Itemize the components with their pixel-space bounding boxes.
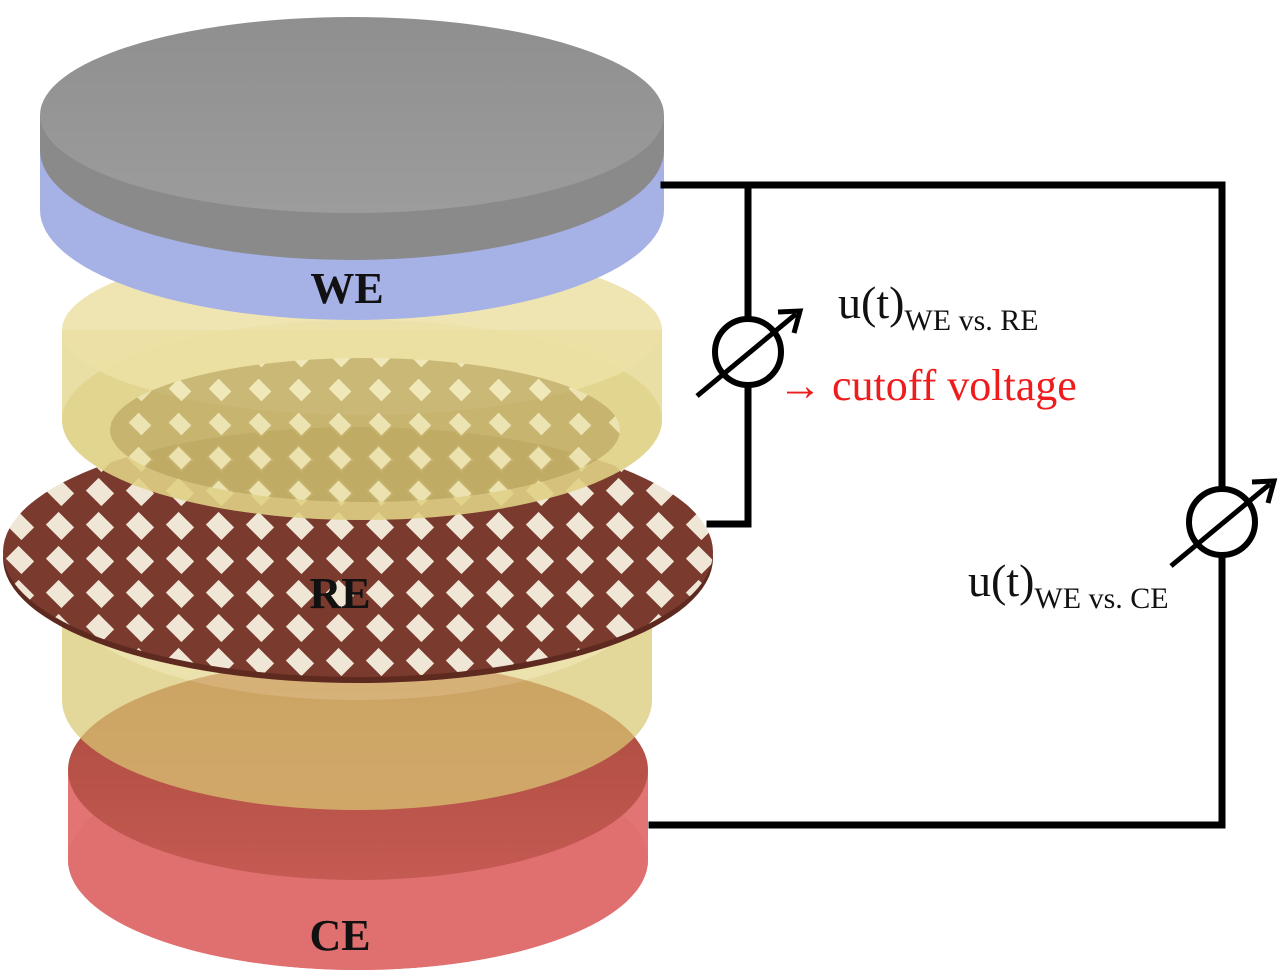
working-electrode-top [40,17,664,213]
we-wire [648,181,1226,829]
re-branch-wire [706,181,752,528]
meter-label-we-vs-re-sub: WE vs. RE [904,304,1038,337]
upper-separator [62,245,662,520]
meter-label-we-vs-ce-main: u(t) [968,555,1034,606]
meter-we-vs-ce [1169,478,1278,568]
cutoff-annotation: →cutoff voltage [778,361,1077,410]
working-electrode [40,17,664,320]
cutoff-text: cutoff voltage [832,361,1077,410]
circuit-wires [648,181,1226,829]
meter-label-we-vs-ce: u(t)WE vs. CE [968,555,1169,615]
re-label: RE [309,569,370,618]
ce-label: CE [309,911,370,960]
meter-label-we-vs-re: u(t)WE vs. RE [838,277,1039,337]
meter-label-we-vs-re-main: u(t) [838,277,904,328]
meter-we-vs-re [695,308,804,398]
cutoff-arrow: → [778,361,822,410]
we-label: WE [310,264,383,313]
meter-label-we-vs-ce-sub: WE vs. CE [1034,582,1168,615]
